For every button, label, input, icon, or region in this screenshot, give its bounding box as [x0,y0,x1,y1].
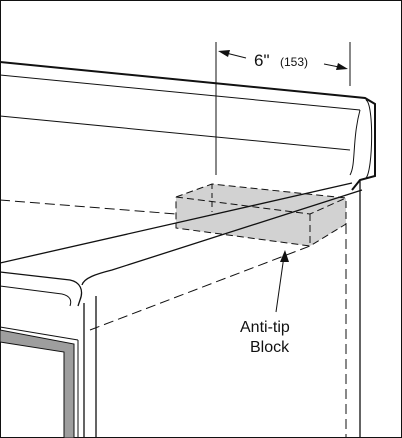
hidden-lines [0,199,347,438]
anti-tip-block [175,183,347,247]
backsplash [0,61,376,191]
callout-leader [275,250,289,313]
callout-line-1: Anti-tip [240,319,290,336]
oven-door-frame [0,326,79,438]
dimension-millimeters: (153) [280,55,308,69]
dimension-inches: 6" [254,51,270,70]
dimension-arrowheads [218,50,348,70]
countertop [0,182,363,307]
callout-line-2: Block [250,339,290,356]
range-side [83,296,97,438]
